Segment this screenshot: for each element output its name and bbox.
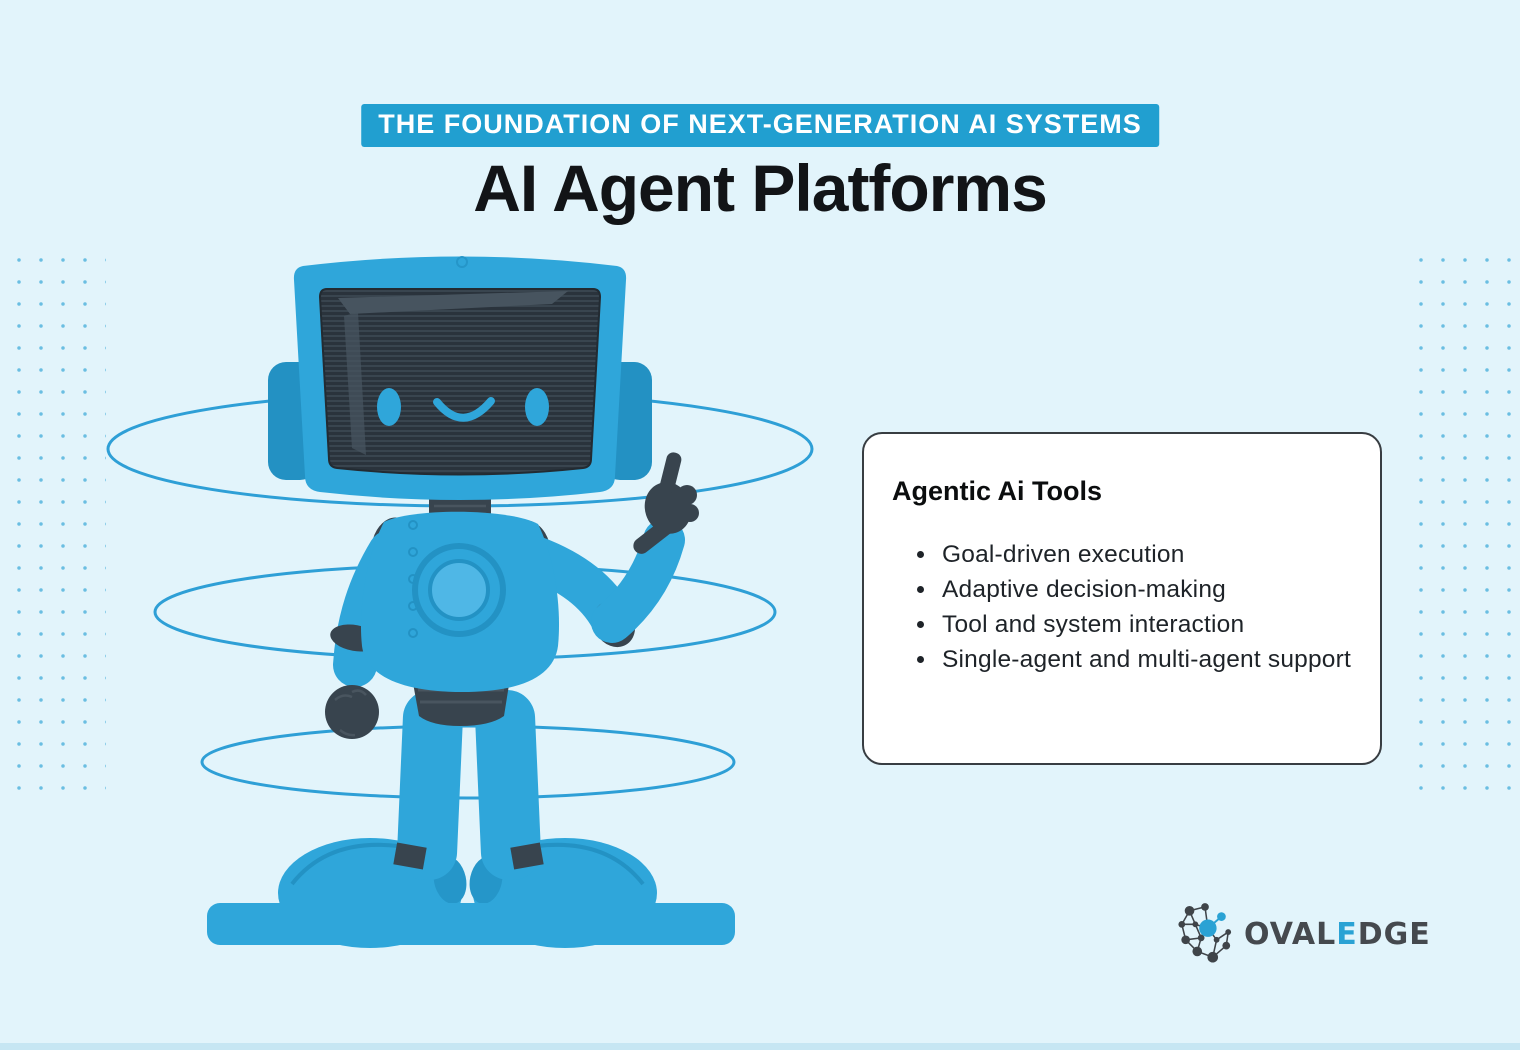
brand-accent-letter: E [1336, 916, 1358, 952]
card-title: Agentic Ai Tools [892, 476, 1103, 506]
feature-item: Goal-driven execution [938, 537, 1354, 572]
brand-logo: OVALEDGE [1176, 903, 1431, 965]
brand-name-part: OVAL [1244, 916, 1337, 952]
kicker-banner: THE FOUNDATION OF NEXT-GENERATION AI SYS… [361, 104, 1159, 147]
bottom-border-strip [0, 1043, 1520, 1050]
dot-grid-left [2, 243, 106, 795]
brand-name-part: DGE [1357, 916, 1431, 952]
page-title: AI Agent Platforms [473, 151, 1048, 225]
brand-name: OVALEDGE [1244, 917, 1431, 952]
dot-grid-right [1404, 243, 1520, 795]
info-card: Agentic Ai Tools Goal-driven execution A… [862, 432, 1382, 765]
feature-item: Single-agent and multi-agent support [938, 642, 1354, 677]
feature-list: Goal-driven execution Adaptive decision-… [892, 537, 1354, 677]
feature-item: Adaptive decision-making [938, 572, 1354, 607]
feature-item: Tool and system interaction [938, 607, 1354, 642]
robot-body [207, 256, 735, 948]
network-graph-icon [1178, 903, 1232, 963]
